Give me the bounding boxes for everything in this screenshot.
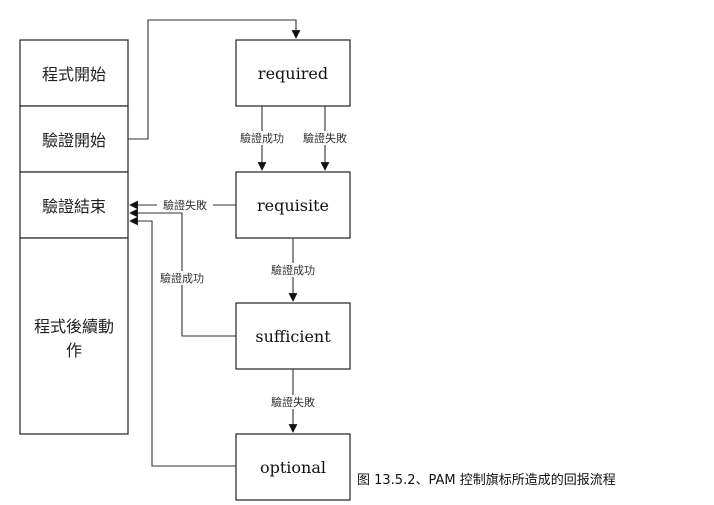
stage-column: 程式開始 驗證開始 驗證結束 程式後續動 作 xyxy=(19,39,129,435)
required-fail-label: 驗證失敗 xyxy=(303,131,347,145)
program-start-label: 程式開始 xyxy=(42,65,106,84)
sufficient-label: sufficient xyxy=(255,327,331,346)
post-actions-label-line1: 程式後續動 xyxy=(34,317,114,336)
required-success-label: 驗證成功 xyxy=(240,131,284,145)
required-box xyxy=(235,39,351,107)
required-label: required xyxy=(258,64,328,83)
sufficient-success-label: 驗證成功 xyxy=(160,271,204,285)
connectors xyxy=(128,19,330,467)
requisite-label: requisite xyxy=(257,196,329,215)
auth-start-box xyxy=(19,105,129,173)
auth-start-to-required-arrow xyxy=(128,19,301,140)
sufficient-box xyxy=(235,302,351,370)
requisite-success-label: 驗證成功 xyxy=(271,263,315,277)
requisite-box xyxy=(235,171,351,239)
auth-end-box xyxy=(19,171,129,239)
post-actions-label-line2: 作 xyxy=(66,341,82,360)
optional-label: optional xyxy=(260,458,326,477)
edge-labels: 驗證成功 驗證失敗 驗證失敗 驗證成功 驗證成功 驗證失敗 xyxy=(154,131,353,409)
auth-end-label: 驗證結束 xyxy=(42,197,106,216)
optional-return-arrow xyxy=(129,216,236,467)
program-start-box xyxy=(19,39,129,107)
module-column: required requisite sufficient optional xyxy=(235,39,351,501)
sufficient-fail-label: 驗證失敗 xyxy=(271,395,315,409)
post-actions-box xyxy=(19,237,129,435)
auth-start-label: 驗證開始 xyxy=(42,131,106,150)
requisite-fail-label: 驗證失敗 xyxy=(163,198,207,212)
optional-box xyxy=(235,433,351,501)
figure-caption: 图 13.5.2、PAM 控制旗标所造成的回报流程 xyxy=(357,472,616,488)
